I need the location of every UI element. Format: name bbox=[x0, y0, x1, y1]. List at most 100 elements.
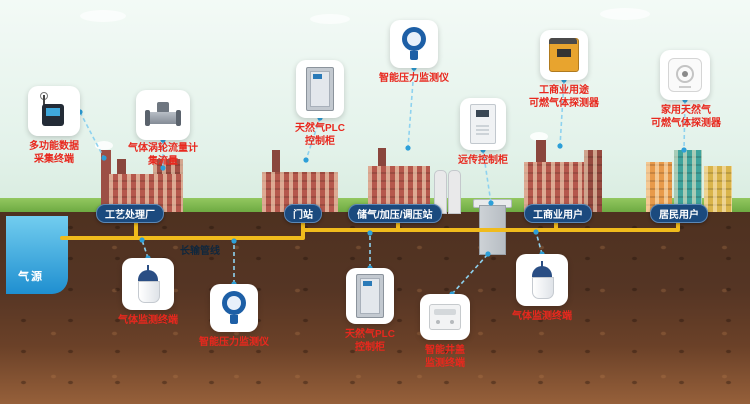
callout-pressure-monitor-2 bbox=[210, 284, 258, 332]
cloud bbox=[80, 10, 126, 22]
cabinet-display bbox=[313, 74, 322, 79]
detector-core bbox=[682, 71, 688, 77]
pressure-monitor-icon bbox=[401, 27, 427, 61]
label-multifunction-data-terminal: 多功能数据 采集终端 bbox=[8, 140, 100, 166]
cabinet-display bbox=[363, 281, 372, 286]
flange bbox=[145, 110, 150, 126]
factory-tower bbox=[584, 150, 602, 212]
industrial-gas-detector-icon bbox=[549, 38, 579, 72]
gate-station-buildings bbox=[262, 150, 338, 212]
callout-gas-monitoring-terminal-2 bbox=[516, 254, 568, 306]
label-smart-manhole-terminal: 智能井盖 监测终端 bbox=[400, 344, 490, 370]
screw bbox=[450, 320, 454, 324]
label-line: 控制柜 bbox=[305, 136, 335, 147]
cabinet-display bbox=[476, 110, 489, 117]
station-label: 工艺处理厂 bbox=[105, 210, 155, 221]
manhole-shaft bbox=[479, 205, 506, 255]
screw bbox=[436, 320, 440, 324]
station-label: 工商业用户 bbox=[533, 210, 583, 221]
gauge-face bbox=[227, 296, 241, 310]
callout-pressure-monitor bbox=[390, 20, 438, 68]
station-badge-residential-users: 居民用户 bbox=[650, 204, 708, 223]
cloud bbox=[600, 8, 650, 20]
label-line: 智能压力监测仪 bbox=[199, 337, 269, 348]
station-badge-gate-station: 门站 bbox=[284, 204, 322, 223]
gas-source-label: 气源 bbox=[18, 271, 44, 283]
label-line: 气体监测终端 bbox=[512, 311, 572, 322]
label-line: 集流量 bbox=[148, 156, 178, 167]
industrial-user-buildings bbox=[524, 132, 604, 212]
remote-control-cabinet-icon bbox=[470, 104, 496, 144]
label-pressure-monitor-2: 智能压力监测仪 bbox=[184, 336, 284, 349]
apartment-building bbox=[704, 166, 732, 212]
household-gas-detector-icon bbox=[668, 58, 702, 92]
gas-monitoring-terminal-icon bbox=[135, 265, 161, 303]
label-line: 可燃气体探测器 bbox=[529, 98, 599, 109]
label-plc-cabinet: 天然气PLC 控制柜 bbox=[276, 122, 364, 148]
label-line: 监测终端 bbox=[425, 358, 465, 369]
flange bbox=[176, 110, 181, 126]
detector-display bbox=[557, 49, 571, 57]
callout-gas-monitoring-terminal bbox=[122, 258, 174, 310]
apartment-building bbox=[674, 150, 702, 212]
label-line: 控制柜 bbox=[355, 342, 385, 353]
device-screen bbox=[46, 108, 60, 116]
gas-turbine-flowmeter-icon bbox=[145, 102, 181, 128]
station-label: 门站 bbox=[293, 210, 313, 221]
multifunction-data-terminal-icon bbox=[40, 92, 67, 127]
callout-gas-turbine-flowmeter bbox=[136, 90, 190, 140]
gas-monitoring-terminal-icon bbox=[529, 261, 555, 299]
gauge-stem bbox=[410, 51, 418, 60]
label-remote-control-cabinet: 远传控制柜 bbox=[438, 154, 528, 167]
label-line: 工商业用途 bbox=[539, 85, 589, 96]
gauge-stem bbox=[230, 315, 238, 324]
label-line: 智能压力监测仪 bbox=[379, 73, 449, 84]
label-line: 天然气PLC bbox=[345, 329, 395, 340]
gas-source-water: 气源 bbox=[6, 216, 68, 294]
antenna bbox=[43, 95, 45, 105]
label-line: 气体监测终端 bbox=[118, 315, 178, 326]
label-line: 智能井盖 bbox=[425, 345, 465, 356]
callout-multifunction-data-terminal bbox=[28, 86, 80, 136]
smart-manhole-terminal-icon bbox=[429, 304, 461, 330]
callout-industrial-gas-detector bbox=[540, 30, 588, 80]
label-line: 家用天然气 bbox=[661, 105, 711, 116]
label-pressure-monitor: 智能压力监测仪 bbox=[364, 72, 464, 85]
label-gas-turbine-flowmeter: 气体涡轮流量计 集流量 bbox=[105, 142, 221, 168]
callout-remote-control-cabinet bbox=[460, 98, 506, 150]
manhole-lid bbox=[434, 309, 456, 315]
label-household-gas-detector: 家用天然气 可燃气体探测器 bbox=[634, 104, 738, 130]
plc-cabinet-icon bbox=[356, 274, 384, 318]
label-line: 天然气PLC bbox=[295, 123, 345, 134]
pressure-monitor-icon bbox=[221, 291, 247, 325]
label-industrial-gas-detector: 工商业用途 可燃气体探测器 bbox=[512, 84, 616, 110]
detector-slot bbox=[679, 86, 691, 88]
label-gas-monitoring-terminal-2: 气体监测终端 bbox=[494, 310, 590, 323]
label-line: 多功能数据 bbox=[29, 141, 79, 152]
detector-cap bbox=[549, 38, 577, 44]
terminal-dome bbox=[138, 270, 158, 281]
station-badge-industrial-users: 工商业用户 bbox=[524, 204, 592, 223]
callout-household-gas-detector bbox=[660, 50, 710, 100]
terminal-body bbox=[532, 277, 554, 299]
station-badge-storage-station: 储气/加压/调压站 bbox=[348, 204, 442, 223]
label-line: 可燃气体探测器 bbox=[651, 118, 721, 129]
label-line: 采集终端 bbox=[34, 154, 74, 165]
gas-storage-tank bbox=[448, 170, 461, 214]
station-label: 储气/加压/调压站 bbox=[357, 210, 433, 221]
residential-buildings bbox=[646, 148, 734, 212]
gauge-face bbox=[407, 32, 421, 46]
terminal-body bbox=[138, 281, 160, 303]
plc-cabinet-icon bbox=[306, 67, 334, 111]
station-label: 居民用户 bbox=[659, 210, 699, 221]
cloud bbox=[310, 14, 350, 24]
terminal-dome bbox=[532, 266, 552, 277]
callout-smart-manhole-terminal bbox=[420, 294, 470, 340]
pipeline-label: 长输管线 bbox=[180, 246, 220, 257]
cabinet-vent bbox=[476, 123, 489, 135]
callout-plc-cabinet-2 bbox=[346, 268, 394, 324]
label-line: 气体涡轮流量计 bbox=[128, 143, 198, 154]
callout-plc-cabinet bbox=[296, 60, 344, 118]
label-plc-cabinet-2: 天然气PLC 控制柜 bbox=[326, 328, 414, 354]
